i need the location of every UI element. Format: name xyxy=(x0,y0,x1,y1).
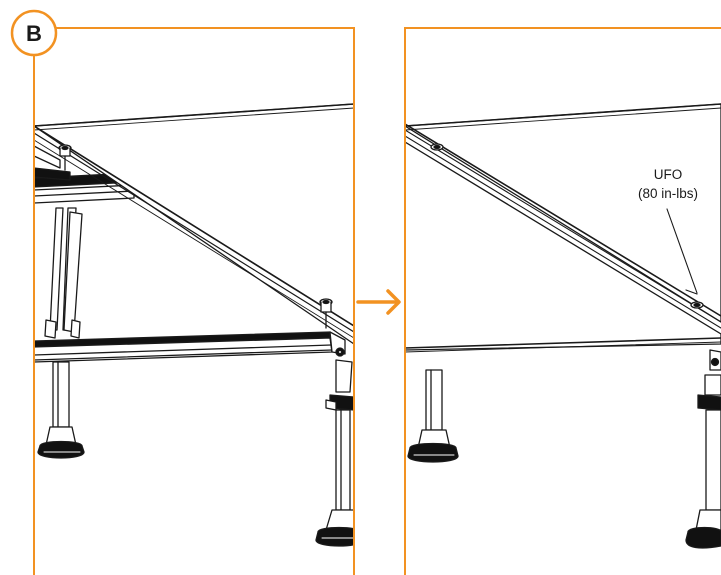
ufo-clamp-left xyxy=(430,143,444,151)
callout-leader xyxy=(666,208,698,295)
clamp-lower xyxy=(319,298,333,329)
front-rail xyxy=(34,331,346,363)
step-label: B xyxy=(26,21,42,46)
left-leg xyxy=(407,369,459,463)
panel-before xyxy=(34,103,354,547)
rear-leg xyxy=(44,207,83,339)
front-left-leg xyxy=(37,361,85,459)
step-badge: B xyxy=(10,9,58,57)
solar-panel xyxy=(34,103,354,345)
left-frame xyxy=(56,27,355,575)
panel-frames xyxy=(33,27,721,575)
callout-label: UFO (80 in-lbs) xyxy=(638,167,698,201)
solar-panel-adjacent xyxy=(405,141,721,353)
clamp-upper xyxy=(58,144,72,171)
front-right-leg xyxy=(315,359,354,547)
right-leg xyxy=(685,374,721,549)
callout-line-2: (80 in-lbs) xyxy=(638,186,698,201)
panel-after xyxy=(405,103,721,549)
solar-panel-installed xyxy=(405,103,721,335)
right-frame xyxy=(404,27,721,575)
rail-end-bracket xyxy=(709,349,721,371)
panel-side-frame xyxy=(34,145,71,181)
right-arrow-icon xyxy=(356,289,401,315)
callout-line-1: UFO xyxy=(654,167,683,182)
ufo-clamp-right xyxy=(690,301,704,309)
